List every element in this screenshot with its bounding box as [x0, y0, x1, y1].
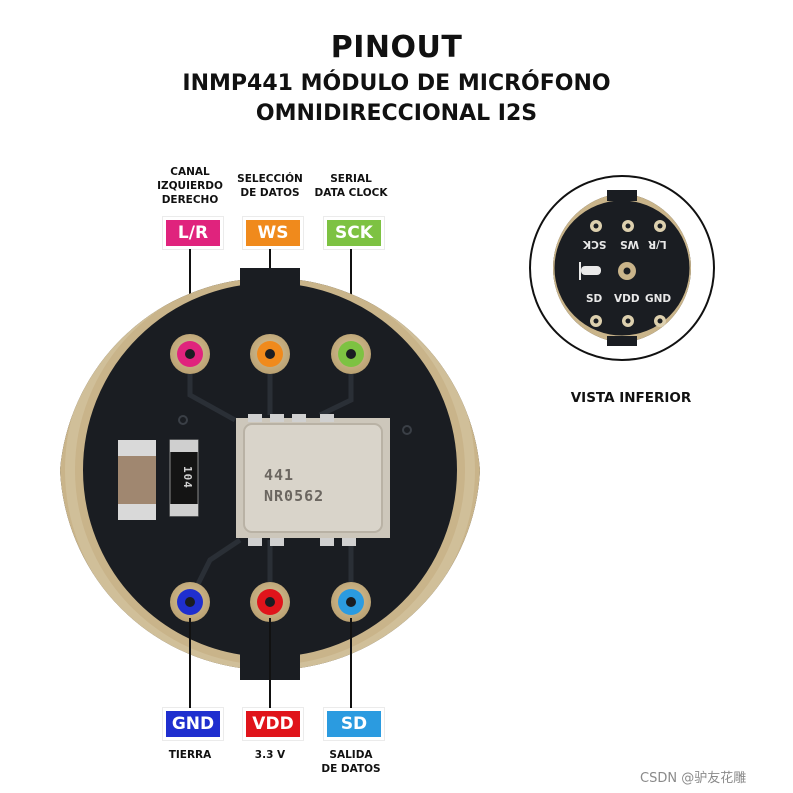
silk-gnd: GND: [645, 293, 672, 305]
pin-label-sd: SD: [323, 707, 385, 741]
pin-label-ws: WS: [242, 216, 304, 250]
silk-lr: L/R: [648, 238, 667, 250]
bottom-view-diagram: [529, 175, 715, 361]
pin-label-sck: SCK: [323, 216, 385, 250]
pad-gnd: [170, 582, 210, 622]
pin-sck-description: SERIAL DATA CLOCK: [314, 173, 388, 199]
bottom-view-label: VISTA INFERIOR: [570, 390, 692, 406]
silk-vdd: VDD: [614, 293, 640, 305]
pin-sd-description: SALIDA DE DATOS: [321, 749, 381, 775]
subtitle-line-2: OMNIDIRECCIONAL I2S: [255, 101, 538, 126]
pin-lr-description: CANAL IZQUIERDO DERECHO: [157, 166, 223, 206]
pad-ws: [250, 334, 290, 374]
pad-vdd: [250, 582, 290, 622]
subtitle-line-1: INMP441 MÓDULO DE MICRÓFONO: [182, 71, 611, 96]
chip-marking-1: 441: [264, 466, 295, 484]
pad-sck: [331, 334, 371, 374]
pad-lr: [170, 334, 210, 374]
pin-vdd-description: 3.3 V: [254, 749, 286, 761]
pin-label-vdd: VDD: [242, 707, 304, 741]
page-title: PINOUT: [330, 30, 463, 65]
pad-sd: [331, 582, 371, 622]
silk-ws: WS: [620, 238, 640, 250]
pin-label-gnd: GND: [162, 707, 224, 741]
silk-sd: SD: [586, 293, 603, 305]
chip-marking-2: NR0562: [264, 487, 325, 505]
resistor-marking: 104: [181, 466, 194, 489]
pin-label-lr: L/R: [162, 216, 224, 250]
pin-gnd-description: TIERRA: [168, 749, 212, 761]
watermark: CSDN @驴友花雕: [640, 771, 747, 786]
pin-ws-description: SELECCIÓN DE DATOS: [237, 173, 303, 199]
silk-sck: SCK: [583, 238, 607, 250]
